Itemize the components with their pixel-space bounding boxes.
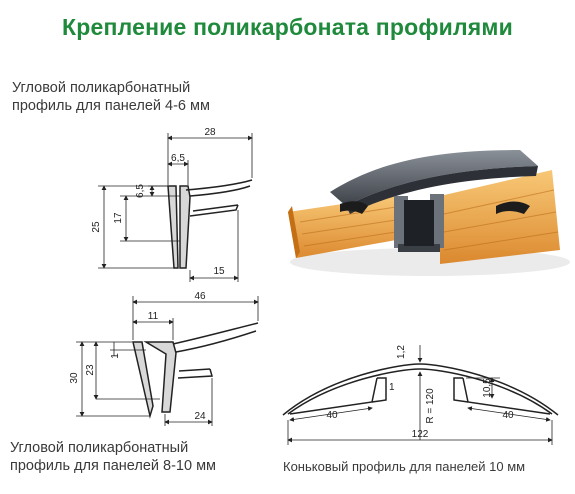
profile-b-dim-labels: 46 11 1 30 23 24 [69, 291, 206, 422]
profile-b-dim-inner: 23 [85, 364, 96, 376]
profile-b-caption-line1: Угловой поликарбонатный [10, 440, 189, 456]
profile-b-drawing [132, 322, 259, 419]
profile-b-dim-lip: 1 [110, 353, 121, 359]
profile-a-dimensions [98, 133, 253, 282]
profile-b-dim-height: 30 [69, 372, 80, 384]
profile-a-dim-width: 28 [204, 127, 216, 138]
profile-a-dim-inner: 17 [113, 212, 124, 224]
profile-a-caption-line1: Угловой поликарбонатный [12, 80, 191, 96]
profile-b-dimensions [76, 296, 259, 426]
profile-a-caption: Угловой поликарбонатный профиль для пане… [12, 79, 210, 115]
profile-render [288, 150, 570, 276]
profile-a-dim-height: 25 [91, 221, 102, 233]
profile-a-dim-lip: 6,5 [135, 184, 146, 198]
profile-c-drawing [282, 363, 559, 416]
profile-c-dim-lip-left: 1 [389, 382, 395, 393]
profile-c-dim-labels: 1,2 R = 120 1 10,5 40 40 122 [326, 345, 514, 440]
profile-a-drawing [167, 179, 253, 269]
profile-a-dim-flange: 6,5 [171, 153, 185, 164]
page-title: Крепление поликарбоната профилями [62, 14, 513, 40]
profile-b-caption: Угловой поликарбонатный профиль для пане… [10, 439, 216, 475]
profile-a-dim-labels: 28 6,5 6,5 25 17 15 [91, 127, 225, 277]
profile-c-dimensions [287, 345, 553, 445]
profile-b-dim-flange: 11 [148, 311, 159, 322]
aluminium-profile [330, 150, 538, 252]
polycarbonate-panel-right [440, 170, 560, 264]
profile-c-dim-thickness: 1,2 [396, 345, 407, 359]
profile-c-dim-total: 122 [412, 429, 429, 440]
profile-b-dim-base: 24 [194, 411, 206, 422]
profile-a-caption-line2: профиль для панелей 4-6 мм [12, 98, 210, 114]
profile-c-dim-right: 40 [502, 410, 514, 421]
polycarbonate-panel-left [288, 196, 397, 258]
profile-c-dim-lip-right: 10,5 [482, 378, 493, 398]
profile-b-dim-width: 46 [194, 291, 206, 302]
profile-c-caption: Коньковый профиль для панелей 10 мм [283, 459, 526, 474]
profile-a-dim-base: 15 [213, 266, 225, 277]
profile-b-caption-line2: профиль для панелей 8-10 мм [10, 458, 217, 474]
profile-c-dim-radius: R = 120 [425, 388, 436, 424]
profile-c-dim-left: 40 [326, 410, 338, 421]
